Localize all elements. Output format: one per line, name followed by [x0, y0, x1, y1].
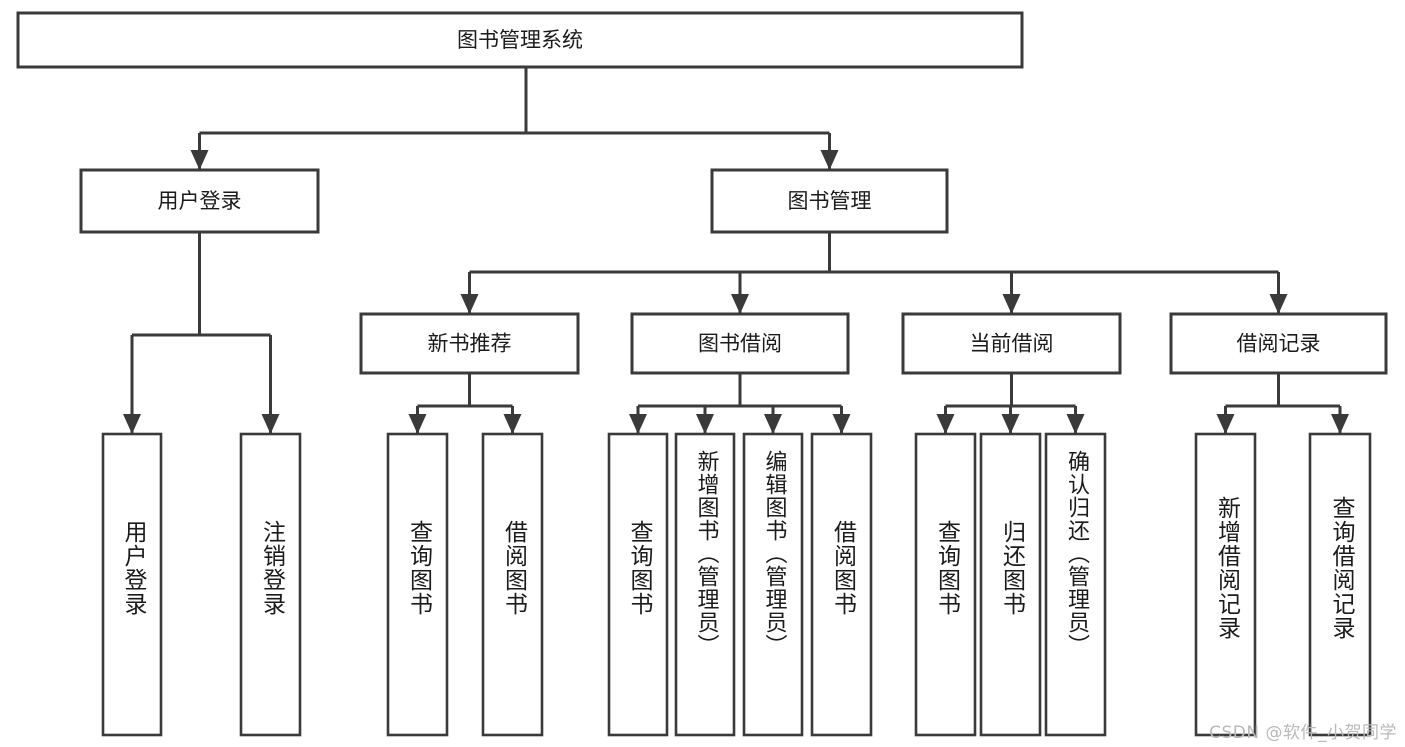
arrow-head-icon	[460, 294, 479, 314]
node-leaf-query-book-1[interactable]	[386, 432, 449, 737]
arrow-head-icon	[731, 294, 749, 314]
node-leaf-borrow-book-1[interactable]	[481, 432, 544, 737]
arrow-head-icon	[1331, 414, 1349, 434]
node-leaf-edit-book[interactable]	[742, 432, 804, 737]
connector-lines	[123, 67, 1349, 434]
node-leaf-user-login[interactable]	[101, 432, 163, 737]
node-borrow-record[interactable]	[1169, 312, 1388, 375]
arrow-head-icon	[764, 414, 782, 434]
node-book-manage[interactable]	[710, 168, 949, 234]
arrow-head-icon	[820, 150, 839, 170]
label-current-borrow: 当前借阅	[970, 332, 1054, 356]
arrow-head-icon	[503, 414, 522, 434]
arrow-head-icon	[1066, 414, 1085, 434]
arrow-head-icon	[1216, 414, 1235, 434]
node-leaf-query-book-3[interactable]	[914, 432, 977, 737]
arrow-head-icon	[190, 150, 209, 170]
node-current-borrow[interactable]	[901, 312, 1122, 375]
node-leaf-add-book[interactable]	[674, 432, 736, 737]
arrow-head-icon	[1002, 294, 1021, 314]
node-leaf-query-record[interactable]	[1308, 432, 1372, 737]
node-boxes	[16, 11, 1388, 737]
arrow-head-icon	[696, 414, 714, 434]
node-leaf-query-book-2[interactable]	[607, 432, 669, 737]
node-leaf-confirm-return[interactable]	[1044, 432, 1107, 737]
label-borrow-record: 借阅记录	[1237, 332, 1321, 356]
arrow-head-icon	[832, 414, 851, 434]
arrow-head-icon	[408, 414, 427, 434]
arrow-head-icon	[261, 414, 280, 434]
arrow-head-icon	[1001, 414, 1020, 434]
node-user-login[interactable]	[79, 168, 320, 234]
node-leaf-return-book[interactable]	[979, 432, 1042, 737]
label-new-book-recommend: 新书推荐	[428, 332, 512, 356]
arrow-head-icon	[1269, 294, 1288, 314]
arrow-head-icon	[629, 414, 647, 434]
arrow-head-icon	[123, 414, 141, 434]
node-leaf-add-record[interactable]	[1194, 432, 1257, 737]
watermark-text: CSDN @软件_小贺同学	[1209, 723, 1397, 743]
node-leaf-borrow-book-2[interactable]	[810, 432, 873, 737]
arrow-head-icon	[936, 414, 955, 434]
node-new-book-recommend[interactable]	[359, 312, 580, 375]
node-book-borrow[interactable]	[630, 312, 850, 375]
label-book-manage: 图书管理	[788, 189, 872, 213]
label-root: 图书管理系统	[457, 28, 583, 52]
node-leaf-user-logout[interactable]	[239, 432, 302, 737]
label-book-borrow: 图书借阅	[698, 332, 782, 356]
node-root[interactable]	[16, 11, 1024, 69]
label-user-login: 用户登录	[158, 189, 242, 213]
